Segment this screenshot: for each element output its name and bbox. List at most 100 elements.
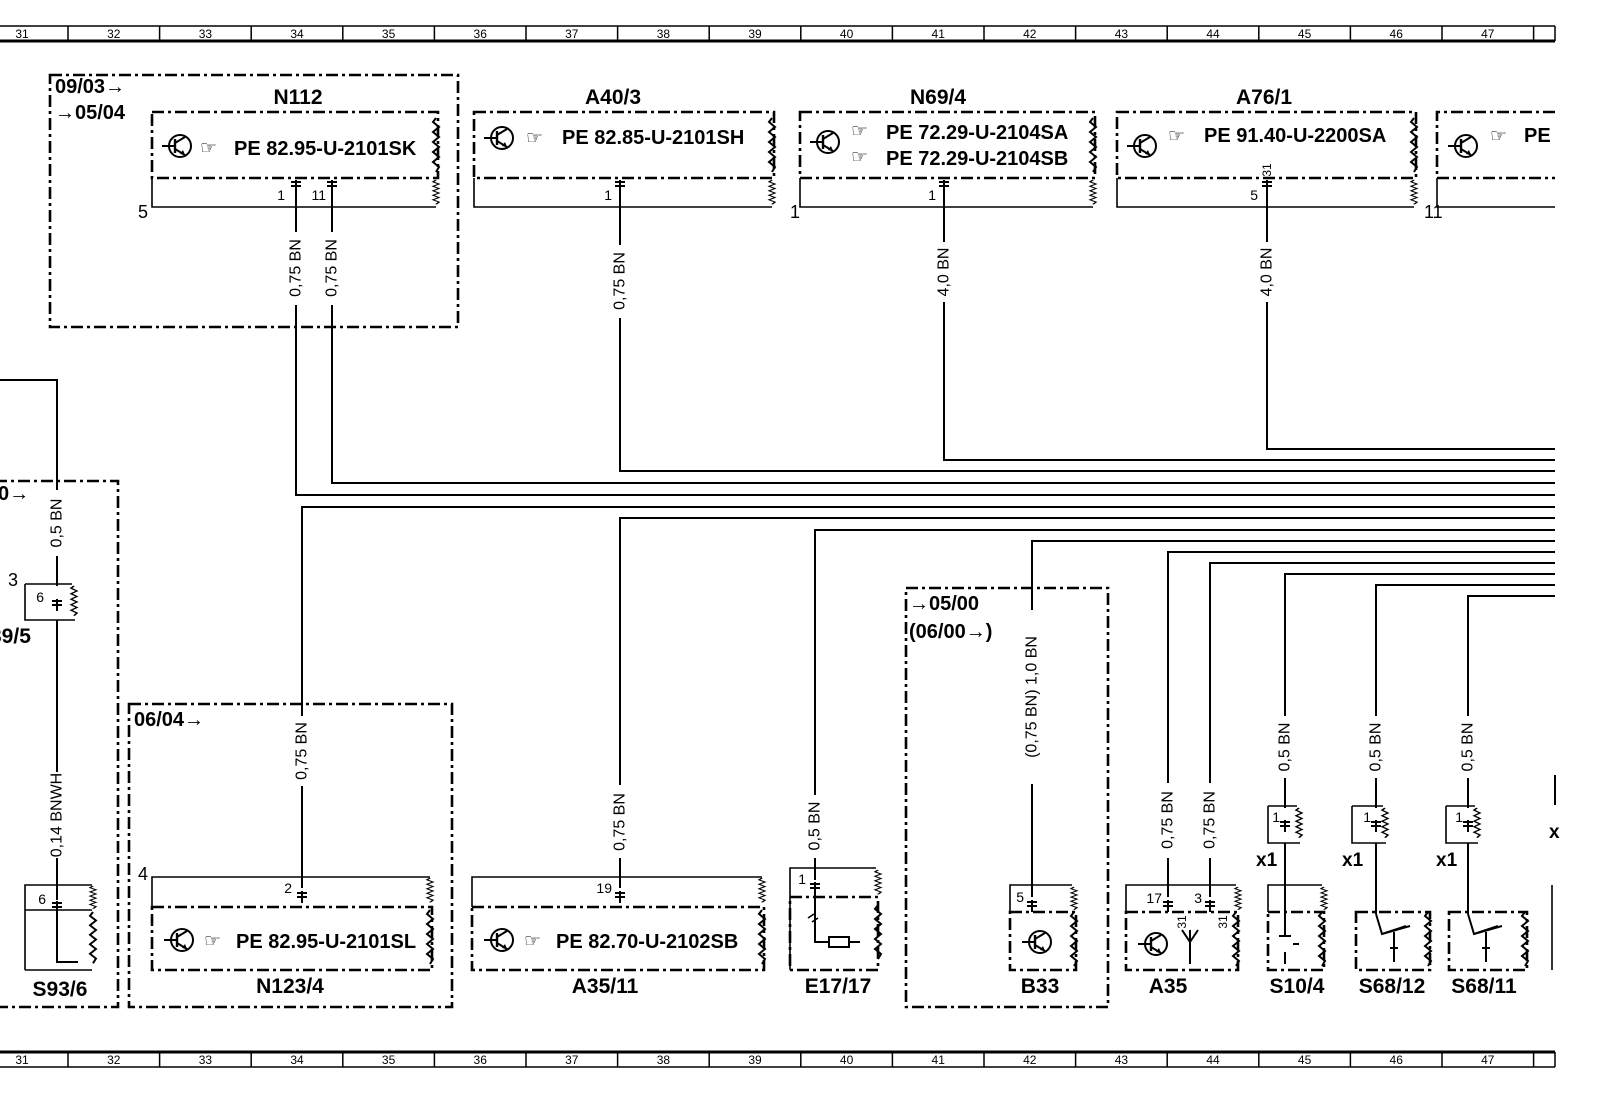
pin-connector: [296, 890, 308, 904]
reference-hand-icon: ☞: [851, 146, 868, 168]
zigzag-break-icon: [1070, 911, 1078, 967]
component-s93-6[interactable]: 6 S93/6: [24, 884, 97, 1001]
reference-code[interactable]: PE 82.95-U-2101SL: [236, 931, 416, 953]
transistor-icon: [482, 125, 515, 151]
reference-hand-icon: ☞: [204, 930, 221, 952]
wire-spec: 0,75 BN: [612, 793, 629, 851]
pin-label: 1: [798, 871, 806, 887]
wire-spec: 0,14 BNWH: [49, 773, 66, 857]
ruler-column-label: 40: [840, 27, 854, 41]
pin-label: 17: [1146, 890, 1162, 906]
pin-label: 11: [311, 187, 326, 203]
component-id: S10/4: [1270, 975, 1325, 998]
ruler-column-label: 46: [1390, 1053, 1404, 1067]
pin-label: 6: [36, 589, 44, 605]
ruler-column-label: 44: [1206, 1053, 1220, 1067]
reference-code[interactable]: PE 82.85-U-2101SH: [562, 127, 744, 149]
ruler-column-label: 31: [15, 27, 29, 41]
wire-b33[interactable]: (0,75 BN) 1,0 BN: [1024, 540, 1556, 897]
reference-code[interactable]: PE 72.29-U-2104SB: [886, 148, 1068, 170]
ground-pin-label: 31: [1175, 915, 1189, 929]
wire-left-feed[interactable]: 0,5 BN: [0, 379, 66, 586]
transistor-icon: [482, 927, 515, 953]
module-a76-1[interactable]: A76/1 ☞ PE 91.40-U-2200SA 31 5 11: [1115, 86, 1443, 222]
variant-date-from: 06/04→: [134, 709, 204, 731]
reference-code[interactable]: PE 82.95-U-2101SK: [234, 138, 417, 160]
module-n112[interactable]: N112 ☞ PE 82.95-U-2101SK 5 1 11: [138, 86, 440, 222]
pin-connector: [51, 900, 63, 914]
transistor-icon: [160, 133, 193, 159]
wire-n112-pin1[interactable]: 0,75 BN: [288, 190, 1556, 496]
pin-label: 1: [1455, 809, 1463, 825]
wire-a40-3[interactable]: 0,75 BN: [612, 190, 1556, 472]
pin-label: 3: [1194, 890, 1202, 906]
component-39-5[interactable]: 3 6 39/5: [0, 570, 78, 648]
switch-s10-4[interactable]: 1 x1 S10/4: [1256, 805, 1328, 998]
wire-a35-pin17[interactable]: 0,75 BN: [1160, 551, 1556, 897]
module-id: A35/11: [572, 975, 639, 998]
pin-label: 5: [1016, 889, 1024, 905]
zigzag-break-icon: [1381, 807, 1389, 839]
pin-label: 19: [596, 880, 612, 896]
wire-spec: 0,5 BN: [49, 499, 66, 548]
module-n69-4[interactable]: N69/4 ☞ PE 72.29-U-2104SA ☞ PE 72.29-U-2…: [790, 86, 1097, 222]
reference-hand-icon: ☞: [1168, 125, 1185, 147]
ruler-column-label: 31: [15, 1053, 29, 1067]
pin-connector: [1026, 899, 1038, 913]
ruler-column-label: 39: [748, 1053, 762, 1067]
n112-variant-group: 09/03→ →05/04: [48, 73, 460, 329]
wire-spec: 0,5 BN: [1368, 723, 1385, 772]
ground-pin-label: 31: [1260, 163, 1274, 177]
zigzag-break-icon: [1410, 179, 1418, 206]
reference-code[interactable]: PE: [1524, 125, 1551, 147]
wire-s10-4[interactable]: 0,5 BN: [1277, 573, 1556, 808]
component-b33[interactable]: 5 B33: [1008, 884, 1078, 998]
module-a40-3[interactable]: A40/3 ☞ PE 82.85-U-2101SH 1: [472, 86, 776, 208]
pin-label: 2: [284, 880, 292, 896]
wire-n69-4[interactable]: 4,0 BN: [936, 190, 1556, 461]
ruler-column-label: 33: [199, 27, 213, 41]
reference-code[interactable]: PE 91.40-U-2200SA: [1204, 125, 1386, 147]
ruler-column-label: 45: [1298, 27, 1312, 41]
zigzag-break-icon: [432, 117, 440, 173]
wire-39-5-to-s93-6[interactable]: 0,14 BNWH: [49, 620, 66, 900]
component-a35[interactable]: 17 3 31 31 A35: [1124, 884, 1242, 998]
wire-spec: 0,75 BN: [288, 239, 305, 297]
wire-a76-1[interactable]: 4,0 BN: [1259, 190, 1556, 450]
light-rays-icon: [807, 913, 819, 923]
wire-s68-11[interactable]: 0,5 BN: [1460, 595, 1556, 808]
zigzag-break-icon: [758, 877, 766, 904]
ruler-column-label: 43: [1115, 27, 1129, 41]
wire-s68-12[interactable]: 0,5 BN: [1368, 584, 1556, 808]
module-n123-4[interactable]: 4 2 ☞ PE 82.95-U-2101SL N123/4: [138, 864, 434, 998]
reference-code[interactable]: PE 72.29-U-2104SA: [886, 122, 1068, 144]
zigzag-break-icon: [1234, 886, 1242, 911]
component-id: S68/12: [1359, 975, 1426, 998]
module-partial-right[interactable]: ☞ PE: [1435, 110, 1555, 208]
ruler-column-label: 38: [657, 1053, 671, 1067]
switch-s68-12[interactable]: 1 x1 S68/12: [1342, 805, 1432, 998]
switch-contact-icon: [1279, 914, 1299, 964]
connector-label: x: [1549, 822, 1560, 843]
reference-hand-icon: ☞: [524, 930, 541, 952]
wire-n112-pin11[interactable]: 0,75 BN: [324, 190, 1556, 484]
wire-a35-pin3[interactable]: 0,75 BN: [1202, 562, 1556, 897]
component-e17-17[interactable]: 1 E17/17: [788, 867, 882, 998]
zigzag-break-icon: [432, 179, 440, 206]
wire-a35-11[interactable]: 0,75 BN: [612, 517, 1556, 888]
partial-switch-right[interactable]: x: [1549, 775, 1560, 970]
wire-spec: 0,5 BN: [1460, 723, 1477, 772]
wire-e17-17[interactable]: 0,5 BN: [807, 529, 1556, 880]
ruler-column-label: 37: [565, 1053, 579, 1067]
zigzag-break-icon: [1320, 886, 1328, 911]
zigzag-break-icon: [70, 585, 78, 617]
wire-spec: (0,75 BN) 1,0 BN: [1024, 636, 1041, 758]
wire-n123-4[interactable]: 0,75 BN: [294, 506, 1556, 888]
reference-code[interactable]: PE 82.70-U-2102SB: [556, 931, 738, 953]
switch-s68-11[interactable]: 1 x1 S68/11: [1436, 805, 1529, 998]
zigzag-break-icon: [89, 911, 97, 965]
zigzag-break-icon: [1295, 807, 1303, 839]
module-a35-11[interactable]: 19 ☞ PE 82.70-U-2102SB A35/11: [470, 876, 766, 998]
zigzag-break-icon: [1070, 886, 1078, 911]
